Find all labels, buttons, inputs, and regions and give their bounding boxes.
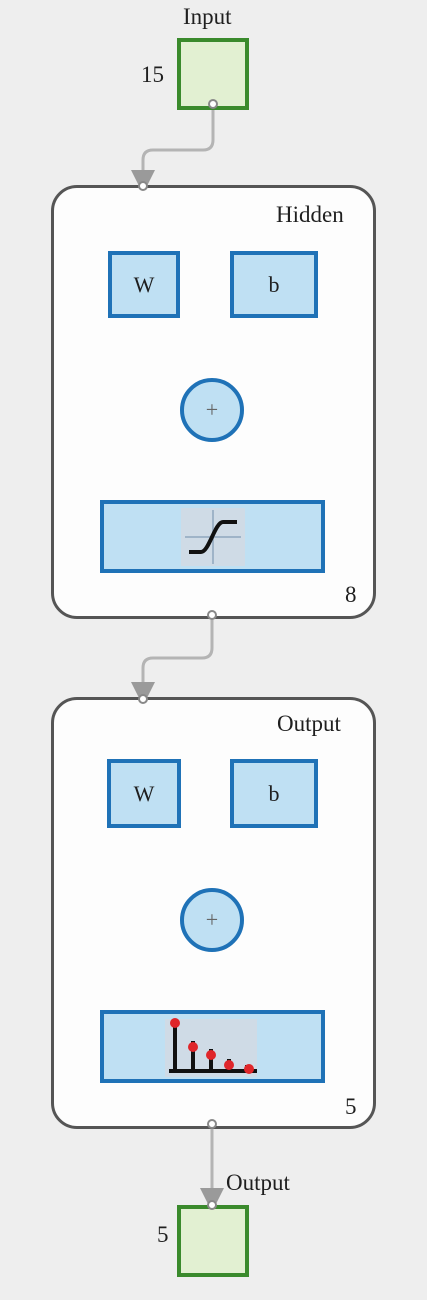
output-title: Output xyxy=(226,1170,290,1195)
hidden-weight-block: W xyxy=(108,251,180,318)
output-layer-in-port xyxy=(138,694,148,704)
input-title: Input xyxy=(183,4,232,29)
hidden-sum-node: + xyxy=(180,378,244,442)
softmax-icon xyxy=(164,1017,257,1077)
output-layer-out-port xyxy=(207,1119,217,1129)
input-size: 15 xyxy=(141,62,164,87)
hidden-size: 8 xyxy=(345,582,357,607)
output-port xyxy=(207,1200,217,1210)
output-bias-label: b xyxy=(268,780,280,806)
output-sum-node: + xyxy=(180,888,244,952)
output-layer-size: 5 xyxy=(345,1094,357,1119)
hidden-in-port xyxy=(138,181,148,191)
hidden-bias-label: b xyxy=(268,271,280,297)
hidden-title: Hidden xyxy=(276,202,344,227)
output-size: 5 xyxy=(157,1222,169,1247)
hidden-out-port xyxy=(207,610,217,620)
hidden-transfer-block xyxy=(100,500,325,573)
tansig-icon xyxy=(180,507,245,566)
hidden-bias-block: b xyxy=(230,251,318,318)
output-weight-label: W xyxy=(133,780,155,806)
output-node xyxy=(177,1205,249,1277)
input-node xyxy=(177,38,249,110)
output-sum-label: + xyxy=(205,907,219,932)
output-weight-block: W xyxy=(107,759,181,828)
output-layer-title: Output xyxy=(277,711,341,736)
input-port xyxy=(208,99,218,109)
output-transfer-block xyxy=(100,1010,325,1083)
hidden-weight-label: W xyxy=(133,271,155,297)
hidden-sum-label: + xyxy=(205,397,219,422)
output-bias-block: b xyxy=(230,759,318,828)
